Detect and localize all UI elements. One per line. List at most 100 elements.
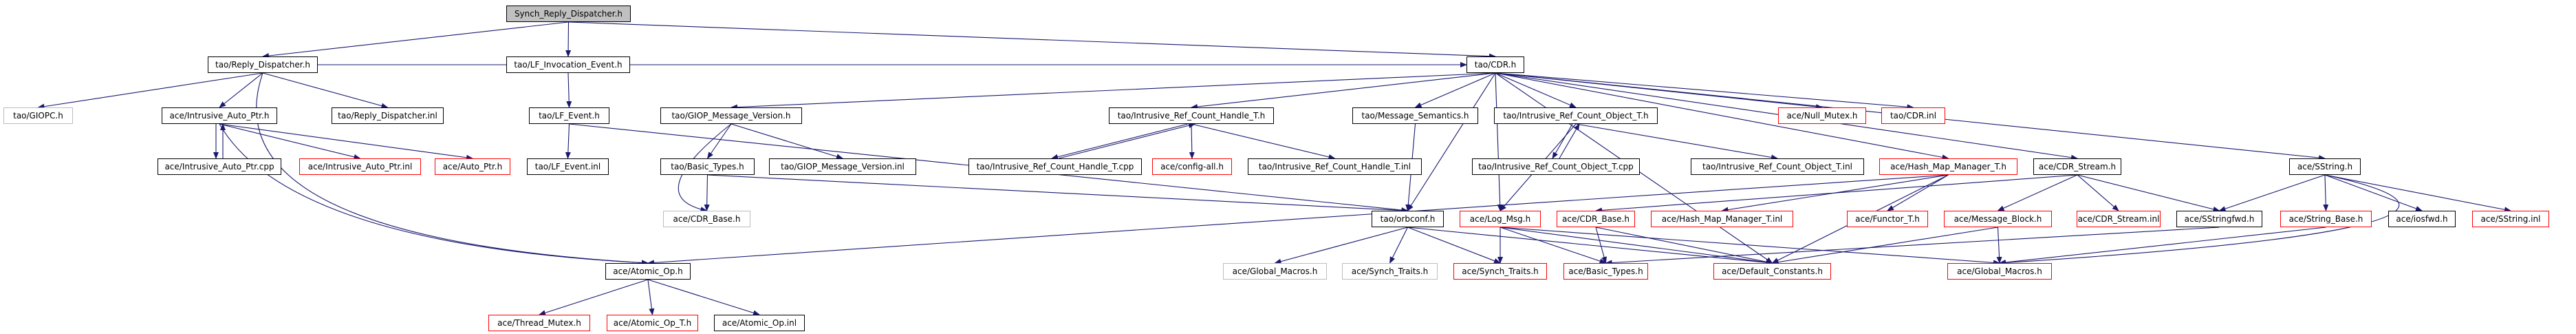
- graph-node-cdr_base_red_h[interactable]: ace/CDR_Base.h: [1557, 211, 1635, 227]
- graph-node-iosfwd_h[interactable]: ace/iosfwd.h: [2388, 211, 2456, 227]
- graph-node-thread_mutex_h[interactable]: ace/Thread_Mutex.h: [488, 315, 590, 331]
- edge-string_base_h-to-global_macros_red_h: [1999, 227, 2326, 265]
- edge-cdr_base_red_h-to-basic_types_red_h: [1595, 227, 1607, 264]
- graph-node-null_mutex_h[interactable]: ace/Null_Mutex.h: [1778, 107, 1866, 124]
- edge-log_msg_h-to-default_constants_h: [1500, 227, 1773, 265]
- edge-cdr_h-to-orbconf_h: [1407, 72, 1496, 211]
- edge-orbconf_h-to-synch_traits_red_h: [1407, 227, 1501, 264]
- edge-cdr_stream_h-to-cdr_stream_inl: [2077, 174, 2119, 211]
- edge-sstring_h-to-sstringfwd_h: [2218, 174, 2326, 211]
- graph-node-sstring_inl[interactable]: ace/SString.inl: [2472, 211, 2549, 227]
- edge-synch-to-cdr_h: [568, 21, 1496, 59]
- graph-node-orbconf_h[interactable]: tao/orbconf.h: [1372, 211, 1444, 227]
- graph-node-lf_event_h[interactable]: tao/LF_Event.h: [529, 107, 609, 124]
- graph-node-giop_message_version_h[interactable]: tao/GIOP_Message_Version.h: [660, 107, 802, 124]
- edge-cdr_base_red_h-to-default_constants_h: [1595, 227, 1773, 265]
- edge-sstring_h-to-sstring_inl: [2324, 174, 2511, 213]
- graph-node-auto_ptr_h[interactable]: ace/Auto_Ptr.h: [435, 158, 510, 175]
- edge-reply_dispatcher_h-to-giopc_h: [37, 72, 263, 109]
- graph-node-reply_dispatcher_inl[interactable]: tao/Reply_Dispatcher.inl: [332, 107, 444, 124]
- graph-node-sstring_h[interactable]: ace/SString.h: [2289, 158, 2361, 175]
- edge-basic_types_tao_h-to-orbconf_h: [707, 174, 1409, 213]
- edge-giop_message_version_h-to-basic_types_tao_h: [706, 123, 732, 159]
- edge-lf_invocation_event_h-to-lf_event_h: [566, 72, 572, 108]
- edge-cdr_h-to-cdr_inl: [1495, 72, 1914, 110]
- graph-node-global_macros_red_h[interactable]: ace/Global_Macros.h: [1947, 263, 2052, 280]
- graph-node-irch_t_h[interactable]: tao/Intrusive_Ref_Count_Handle_T.h: [1109, 107, 1274, 124]
- graph-node-log_msg_h[interactable]: ace/Log_Msg.h: [1460, 211, 1541, 227]
- edge-irco_t_cpp-to-irco_t_h: [1559, 123, 1580, 159]
- edge-log_msg_h-to-basic_types_red_h: [1500, 227, 1607, 264]
- graph-node-basic_types_tao_h[interactable]: tao/Basic_Types.h: [660, 158, 755, 175]
- graph-node-hash_map_manager_t_h[interactable]: ace/Hash_Map_Manager_T.h: [1879, 158, 2017, 175]
- edge-giop_message_version_h-to-cdr_base_gray_h: [678, 123, 732, 213]
- graph-node-cdr_h[interactable]: tao/CDR.h: [1466, 56, 1524, 73]
- edge-intrusive_auto_ptr_h-to-atomic_op_h: [219, 123, 649, 266]
- edge-cdr_h-to-giop_message_version_h: [730, 72, 1496, 110]
- graph-node-synch_traits_red_h[interactable]: ace/Synch_Traits.h: [1453, 263, 1547, 280]
- edge-atomic_op_h-to-thread_mutex_h: [539, 279, 649, 316]
- graph-node-basic_types_red_h[interactable]: ace/Basic_Types.h: [1563, 263, 1648, 280]
- graph-node-message_semantics_h[interactable]: tao/Message_Semantics.h: [1352, 107, 1478, 124]
- edge-cdr_h-to-log_msg_h: [1495, 72, 1503, 211]
- edge-intrusive_auto_ptr_h-to-auto_ptr_h: [219, 123, 473, 160]
- graph-node-string_base_h[interactable]: ace/String_Base.h: [2280, 211, 2372, 227]
- edge-sstringfwd_h-to-basic_types_red_h: [1605, 227, 2220, 266]
- edge-cdr_stream_h-to-cdr_base_red_h: [1595, 174, 2078, 213]
- edge-log_msg_h-to-global_macros_red_h: [1500, 227, 2000, 266]
- edge-basic_types_tao_h-to-cdr_base_gray_h: [704, 174, 710, 211]
- graph-node-hash_map_manager_t_inl[interactable]: ace/Hash_Map_Manager_T.inl: [1651, 211, 1793, 227]
- graph-node-atomic_op_t_h[interactable]: ace/Atomic_Op_T.h: [607, 315, 698, 331]
- graph-node-lf_event_inl[interactable]: tao/LF_Event.inl: [527, 158, 609, 175]
- graph-node-global_macros_gray_h[interactable]: ace/Global_Macros.h: [1223, 263, 1327, 280]
- graph-node-synch_traits_gray_h[interactable]: ace/Synch_Traits.h: [1342, 263, 1438, 280]
- edge-intrusive_auto_ptr_h-to-intrusive_auto_ptr_inl: [219, 123, 361, 160]
- graph-node-reply_dispatcher_h[interactable]: tao/Reply_Dispatcher.h: [208, 56, 318, 73]
- edge-sstring_h-to-string_base_h: [2323, 174, 2329, 211]
- edge-irch_t_h-to-irch_t_inl: [1191, 123, 1336, 160]
- edge-giop_message_version_h-to-giop_message_version_inl: [730, 123, 843, 160]
- edge-orbconf_h-to-global_macros_gray_h: [1274, 227, 1408, 264]
- graph-node-cdr_inl[interactable]: tao/CDR.inl: [1881, 107, 1945, 124]
- graph-node-irco_t_h[interactable]: tao/Intrusive_Ref_Count_Object_T.h: [1494, 107, 1658, 124]
- graph-node-intrusive_auto_ptr_inl[interactable]: ace/Intrusive_Auto_Ptr.inl: [299, 158, 421, 175]
- graph-node-functor_t_h[interactable]: ace/Functor_T.h: [1847, 211, 1928, 227]
- edge-reply_dispatcher_h-to-reply_dispatcher_inl: [262, 72, 389, 109]
- graph-node-irch_t_cpp[interactable]: tao/Intrusive_Ref_Count_Handle_T.cpp: [968, 158, 1142, 175]
- graph-node-default_constants_h[interactable]: ace/Default_Constants.h: [1713, 263, 1831, 280]
- graph-node-message_block_h[interactable]: ace/Message_Block.h: [1944, 211, 2052, 227]
- graph-node-atomic_op_inl[interactable]: ace/Atomic_Op.inl: [714, 315, 805, 331]
- edge-atomic_op_h-to-atomic_op_t_h: [647, 279, 655, 315]
- edge-sstring_h-to-iosfwd_h: [2324, 174, 2423, 211]
- edge-atomic_op_h-to-atomic_op_inl: [647, 279, 760, 316]
- graph-node-giopc_h[interactable]: tao/GIOPC.h: [3, 107, 73, 124]
- edge-irch_t_h-to-irch_t_cpp: [1051, 123, 1189, 160]
- edge-message_block_h-to-default_constants_h: [1771, 227, 1998, 265]
- graph-node-intrusive_auto_ptr_cpp[interactable]: ace/Intrusive_Auto_Ptr.cpp: [158, 158, 281, 175]
- graph-node-sstringfwd_h[interactable]: ace/SStringfwd.h: [2176, 211, 2262, 227]
- edge-orbconf_h-to-synch_traits_gray_h: [1389, 227, 1408, 264]
- graph-node-cdr_stream_h[interactable]: ace/CDR_Stream.h: [2033, 158, 2121, 175]
- edge-irch_t_cpp-to-irch_t_h: [1058, 123, 1195, 159]
- edge-synch-to-reply_dispatcher_h: [262, 21, 569, 59]
- edge-irco_t_h-to-irco_t_cpp: [1552, 123, 1573, 159]
- graph-node-cdr_stream_inl[interactable]: ace/CDR_Stream.inl: [2077, 211, 2161, 227]
- edge-hash_map_manager_t_h-to-functor_t_h: [1887, 174, 1949, 211]
- graph-node-cdr_base_gray_h[interactable]: ace/CDR_Base.h: [663, 211, 750, 227]
- edge-cdr_h-to-hash_map_manager_t_h: [1495, 72, 1949, 160]
- graph-node-irco_t_inl[interactable]: tao/Intrusive_Ref_Count_Object_T.inl: [1691, 158, 1864, 175]
- edge-hash_map_manager_t_h-to-atomic_op_h: [647, 174, 1949, 266]
- edge-irco_t_h-to-irco_t_inl: [1575, 123, 1778, 160]
- edge-cdr_stream_h-to-message_block_h: [1997, 174, 2078, 211]
- edge-synch-to-lf_invocation_event_h: [565, 21, 572, 57]
- graph-node-intrusive_auto_ptr_h[interactable]: ace/Intrusive_Auto_Ptr.h: [162, 107, 277, 124]
- edge-cdr_h-to-irch_t_h: [1191, 72, 1496, 109]
- graph-node-irch_t_inl[interactable]: tao/Intrusive_Ref_Count_Handle_T.inl: [1248, 158, 1422, 175]
- graph-node-config_all_h[interactable]: ace/config-all.h: [1152, 158, 1232, 175]
- graph-node-irco_t_cpp[interactable]: tao/Intrusive_Ref_Count_Object_T.cpp: [1472, 158, 1640, 175]
- graph-node-atomic_op_h[interactable]: ace/Atomic_Op.h: [605, 263, 691, 280]
- edge-cdr_stream_h-to-sstringfwd_h: [2077, 174, 2220, 212]
- graph-node-lf_invocation_event_h[interactable]: tao/LF_Invocation_Event.h: [506, 56, 630, 73]
- graph-node-giop_message_version_inl[interactable]: tao/GIOP_Message_Version.inl: [769, 158, 916, 175]
- edge-reply_dispatcher_h-to-intrusive_auto_ptr_h: [219, 72, 263, 108]
